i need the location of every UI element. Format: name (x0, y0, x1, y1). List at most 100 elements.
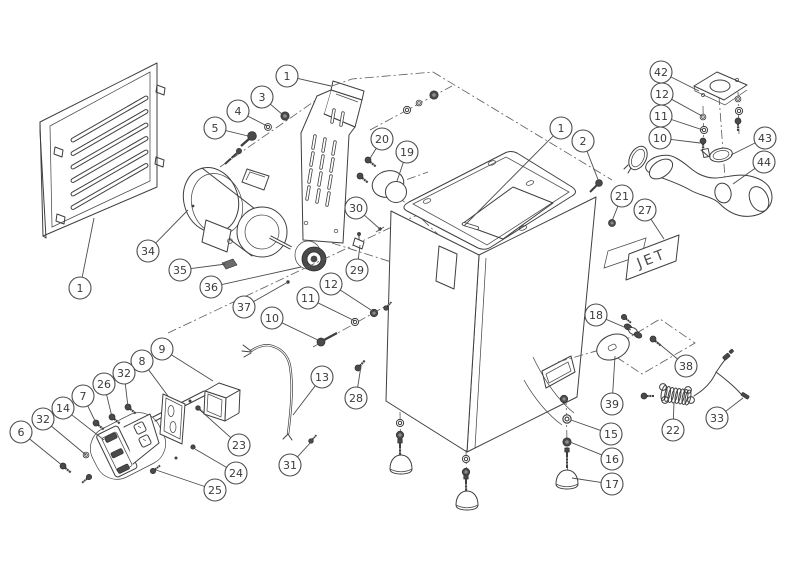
motor-mount-hardware (219, 88, 333, 168)
inlet-flange (354, 154, 407, 203)
switch-detail-outline (89, 412, 167, 480)
callout-number: 37 (237, 301, 251, 314)
callout-7: 7 (71, 384, 97, 424)
callout-number: 31 (283, 459, 297, 472)
callout-balloon-32 (31, 407, 55, 431)
callout-balloon-28 (344, 386, 368, 410)
callout-12: 12 (650, 82, 703, 117)
callout-number: 10 (653, 132, 667, 145)
callout-balloon-32 (112, 361, 136, 385)
callout-22: 22 (661, 401, 685, 442)
callout-balloon-13 (310, 365, 334, 389)
callout-number: 12 (324, 278, 338, 291)
hose-clamp-2 (623, 145, 648, 174)
callout-26: 26 (92, 372, 116, 418)
callout-32: 32 (31, 407, 87, 456)
callout-balloon-31 (278, 453, 302, 477)
callout-number: 4 (235, 105, 242, 118)
callout-number: 10 (265, 312, 279, 325)
callout-9: 9 (150, 337, 214, 382)
callout-number: 27 (638, 204, 652, 217)
callout-balloon-33 (705, 406, 729, 430)
callout-number: 2 (580, 135, 587, 148)
callout-number: 8 (139, 355, 146, 368)
callout-balloon-37 (232, 295, 256, 319)
callout-balloon-14 (51, 396, 75, 420)
power-cord (241, 344, 293, 441)
callout-balloon-23 (227, 433, 251, 457)
callout-layer: 1343536375431201930291211101328311221274… (9, 60, 777, 502)
callout-balloon-16 (600, 447, 624, 471)
callout-number: 13 (315, 371, 329, 384)
callout-number: 21 (615, 190, 629, 203)
callout-28: 28 (344, 365, 368, 410)
callout-37: 37 (232, 281, 289, 319)
callout-balloon-3 (250, 85, 274, 109)
callout-balloon-35 (168, 258, 192, 282)
callout-number: 1 (284, 70, 291, 83)
callout-number: 17 (605, 478, 619, 491)
callout-number: 22 (666, 424, 680, 437)
callout-number: 1 (558, 122, 565, 135)
callout-balloon-9 (150, 337, 174, 361)
callout-number: 1 (77, 282, 84, 295)
callout-2: 2 (571, 129, 600, 183)
callout-34: 34 (136, 209, 189, 263)
motor-junction-box (201, 219, 232, 253)
callout-balloon-6 (9, 420, 33, 444)
jet-nameplate: JET (603, 234, 680, 281)
exhaust-adapter-assembly (623, 71, 773, 217)
callout-balloon-8 (130, 349, 154, 373)
callout-10: 10 (260, 306, 321, 342)
callout-5: 5 (203, 116, 249, 140)
callout-number: 11 (654, 110, 668, 123)
callout-number: 36 (204, 281, 218, 294)
callout-balloon-17 (600, 472, 624, 496)
bracket-clip (352, 226, 385, 250)
callout-number: 26 (97, 378, 111, 391)
exhaust-hose (645, 154, 773, 217)
callout-16: 16 (569, 441, 624, 471)
callout-24: 24 (194, 448, 248, 485)
callout-number: 38 (679, 360, 693, 373)
callout-19: 19 (395, 140, 419, 182)
callout-balloon-15 (599, 422, 623, 446)
switch-assembly (57, 382, 241, 486)
callout-balloon-5 (203, 116, 227, 140)
callout-balloon-2 (571, 129, 595, 153)
callout-balloon-39 (600, 392, 624, 416)
callout-38: 38 (656, 341, 698, 378)
callout-number: 7 (80, 390, 87, 403)
callout-balloon-4 (226, 99, 250, 123)
callout-number: 43 (758, 132, 772, 145)
callout-balloon-27 (633, 198, 657, 222)
callout-balloon-34 (136, 239, 160, 263)
leveling-feet (389, 395, 579, 511)
callout-39: 39 (600, 355, 624, 416)
cover-plate (596, 333, 630, 361)
callout-number: 25 (208, 484, 222, 497)
callout-balloon-21 (610, 184, 634, 208)
callout-17: 17 (571, 472, 624, 496)
callout-number: 19 (400, 146, 414, 159)
callout-44: 44 (732, 150, 776, 185)
impeller-hub (286, 240, 327, 284)
louvered-side-panel (39, 62, 166, 239)
callout-12: 12 (319, 272, 375, 313)
callout-number: 5 (212, 122, 219, 135)
callout-number: 24 (229, 467, 243, 480)
callout-number: 20 (375, 133, 389, 146)
shaft-key (221, 258, 238, 270)
callout-balloon-10 (260, 306, 284, 330)
callout-number: 34 (141, 245, 155, 258)
callout-balloon-30 (344, 196, 368, 220)
switch-plate (159, 393, 186, 445)
callout-balloon-1 (68, 276, 92, 300)
callout-number: 29 (350, 264, 364, 277)
callout-balloon-44 (752, 150, 776, 174)
callout-number: 14 (56, 402, 70, 415)
callout-number: 28 (349, 392, 363, 405)
callout-number: 12 (655, 88, 669, 101)
callout-11: 11 (296, 286, 356, 322)
